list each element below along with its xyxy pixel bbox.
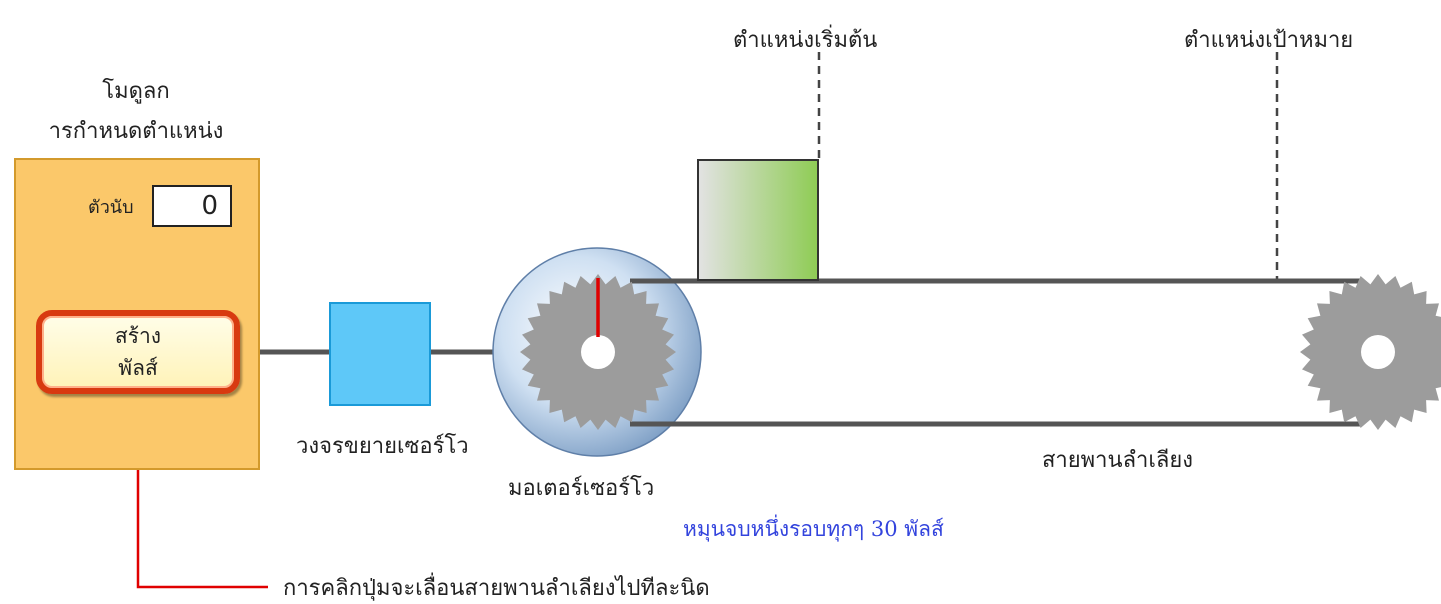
servo-motor-label: มอเตอร์เซอร์โว xyxy=(508,476,655,501)
idler-gear xyxy=(1300,274,1441,430)
motor-gear xyxy=(520,274,676,430)
rotation-note: หมุนจบหนึ่งรอบทุกๆ 30 พัลส์ xyxy=(683,517,944,541)
start-position-label: ตำแหน่งเริ่มต้น xyxy=(733,28,878,53)
generate-pulse-button[interactable]: สร้าง พัลส์ xyxy=(36,310,240,394)
button-label-line2: พัลส์ xyxy=(118,356,158,380)
counter-label: ตัวนับ xyxy=(88,197,134,218)
workpiece xyxy=(697,159,819,281)
module-title-line2: ารกำหนดตำแหน่ง xyxy=(48,119,224,144)
target-position-label: ตำแหน่งเป้าหมาย xyxy=(1184,28,1354,53)
counter-display: 0 xyxy=(152,185,232,227)
module-title-line1: โมดูลก xyxy=(102,79,170,104)
servo-amplifier-label: วงจรขยายเซอร์โว xyxy=(296,434,469,459)
module-title: โมดูลก ารกำหนดตำแหน่ง xyxy=(0,72,272,152)
click-note: การคลิกปุ่มจะเลื่อนสายพานลำเลียงไปทีละนิ… xyxy=(283,576,710,601)
button-label-line1: สร้าง xyxy=(114,324,162,348)
gear-hole xyxy=(1361,335,1395,369)
servo-amplifier xyxy=(329,302,431,406)
gear-hole xyxy=(581,335,615,369)
conveyor-label: สายพานลำเลียง xyxy=(1042,448,1194,473)
